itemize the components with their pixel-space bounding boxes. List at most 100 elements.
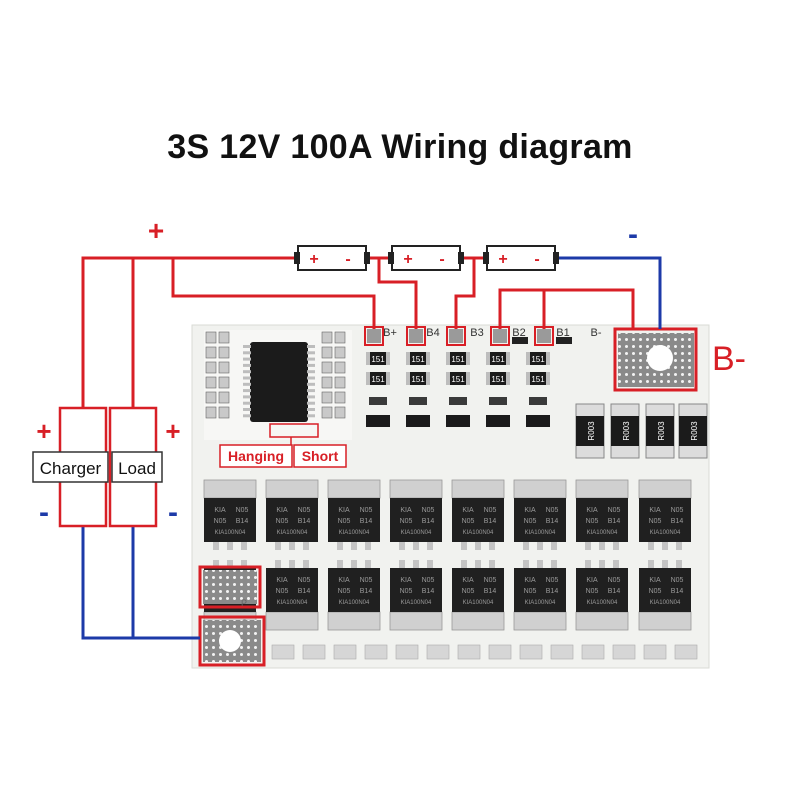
mosfet-lead	[551, 542, 557, 550]
small-transistor	[449, 397, 467, 405]
mosfet-tab	[327, 611, 381, 631]
resistor-cap	[426, 352, 430, 365]
resistor-cap	[486, 372, 490, 385]
pad-label: B4	[426, 327, 439, 339]
mosfet-body	[266, 498, 318, 542]
mosfet-tab	[638, 479, 692, 499]
mosfet-lead	[227, 542, 233, 550]
resistor-code: 151	[371, 355, 385, 364]
load-plus-sign: +	[165, 416, 180, 446]
b-minus-highlight-box	[613, 327, 698, 392]
mosfet-code: KIA100N04	[401, 530, 432, 536]
mosfet-text: B14	[671, 518, 684, 525]
bottom-pad	[519, 644, 543, 660]
mosfet-lead	[599, 560, 605, 568]
battery-nub	[483, 252, 489, 264]
resistor-cap	[406, 352, 410, 365]
hanging-label: Hanging	[228, 448, 284, 464]
mosfet-lead	[676, 560, 682, 568]
bottom-pad	[426, 644, 450, 660]
mosfet-lead	[289, 542, 295, 550]
shunt-code: R003	[690, 421, 699, 441]
mosfet-text: B14	[546, 518, 559, 525]
resistor-cap	[366, 372, 370, 385]
battery-body	[391, 245, 461, 271]
ic-area	[204, 330, 352, 440]
ic-pin	[243, 351, 251, 355]
shunt-code: R003	[657, 421, 666, 441]
shunt-resistor	[611, 416, 639, 446]
battery-nub	[553, 252, 559, 264]
ic-pin	[307, 357, 315, 361]
p-terminal-highlight	[198, 565, 262, 609]
bottom-pad	[457, 644, 481, 660]
mosfet-text: KIA	[214, 507, 226, 514]
ic-pin	[307, 408, 315, 411]
pad-label: B+	[383, 327, 397, 339]
load-device: Load	[108, 406, 163, 528]
mosfet-code: KIA100N04	[587, 530, 618, 536]
balance-pad	[449, 329, 463, 343]
ic-pin	[307, 414, 315, 418]
mosfet-text: KIA	[462, 507, 474, 514]
mosfet-lead	[461, 560, 467, 568]
small-transistors	[366, 397, 550, 427]
battery-minus-sign: -	[345, 251, 350, 268]
bottom-pad	[271, 644, 295, 660]
resistor-cap	[386, 372, 390, 385]
mosfet-text: N05	[524, 588, 537, 595]
mosfet-lead	[662, 560, 668, 568]
ic-pin	[307, 345, 315, 348]
mosfet-text: B14	[360, 588, 373, 595]
ic-pin	[307, 370, 315, 374]
load-label: Load	[118, 459, 156, 478]
bottom-pad	[581, 644, 605, 660]
battery-plus-sign: +	[498, 251, 507, 268]
resistor-151	[446, 372, 470, 385]
mosfet-code: KIA100N04	[339, 600, 370, 606]
bottom-pad	[395, 644, 419, 660]
ic-pin	[307, 382, 315, 386]
mosfet-text: N05	[360, 577, 373, 584]
mosfet-tab	[265, 479, 319, 499]
mosfet-lead	[427, 560, 433, 568]
ic-pin	[243, 357, 251, 361]
battery-nub	[458, 252, 464, 264]
bottom-pad	[674, 644, 698, 660]
mosfet-text: N05	[546, 577, 559, 584]
mosfet-text: KIA	[338, 577, 350, 584]
mosfet-text: N05	[236, 507, 249, 514]
ic-pin	[243, 414, 251, 418]
charger-minus-sign: -	[39, 496, 49, 529]
mosfet-tab	[389, 611, 443, 631]
mosfet-body	[576, 568, 628, 612]
mosfet-text: N05	[608, 577, 621, 584]
mosfet-lead	[648, 542, 654, 550]
mosfet-text: N05	[422, 507, 435, 514]
mosfet-body	[576, 498, 628, 542]
mosfet-body	[452, 568, 504, 612]
mosfet-text: N05	[338, 588, 351, 595]
diode-mark	[556, 337, 572, 344]
mosfet-text: B14	[298, 588, 311, 595]
balance-pad	[409, 329, 423, 343]
mosfet-text: N05	[276, 518, 289, 525]
small-transistor	[446, 415, 470, 427]
resistor-cap	[526, 372, 530, 385]
mosfet-text: N05	[671, 507, 684, 514]
resistor-151	[406, 352, 430, 365]
mosfet-code: KIA100N04	[463, 530, 494, 536]
resistor-code: 151	[531, 375, 545, 384]
small-transistor	[489, 397, 507, 405]
mosfet-body	[514, 568, 566, 612]
mosfet-code: KIA100N04	[401, 600, 432, 606]
small-transistor	[526, 415, 550, 427]
wires	[81, 256, 662, 640]
small-transistor	[529, 397, 547, 405]
small-transistor	[369, 397, 387, 405]
resistor-code: 151	[411, 375, 425, 384]
battery-body	[297, 245, 367, 271]
mosfet-tab	[513, 479, 567, 499]
